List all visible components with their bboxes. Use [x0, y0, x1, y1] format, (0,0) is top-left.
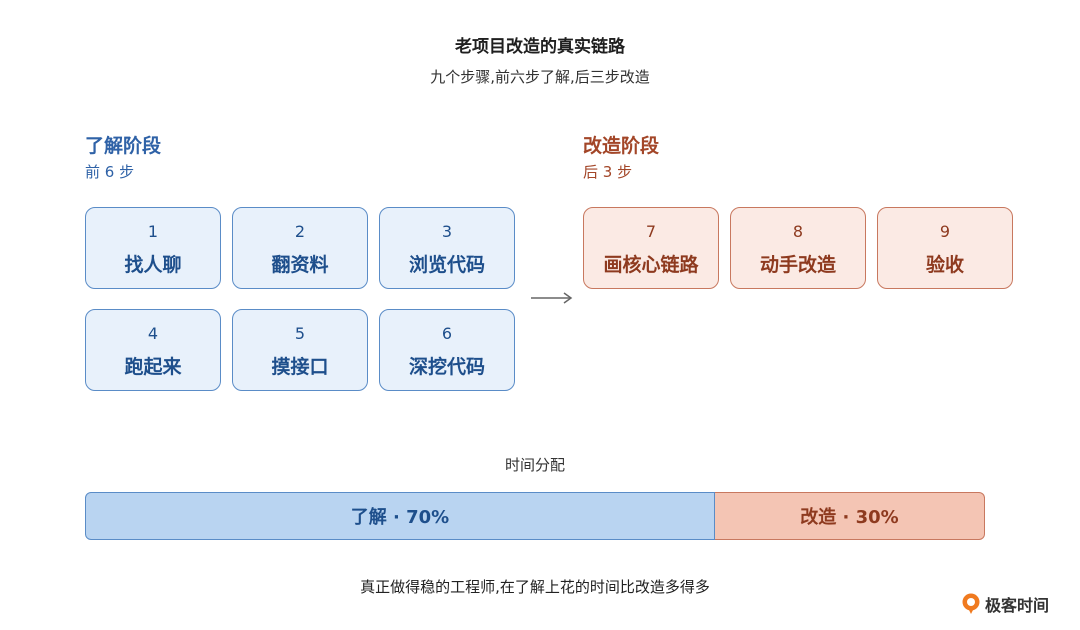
step-label: 翻资料 [271, 254, 329, 276]
step-card-2: 2 翻资料 [232, 207, 368, 289]
modify-phase-subtitle: 后 3 步 [583, 163, 633, 181]
step-label: 画核心链路 [603, 254, 699, 276]
step-number: 3 [441, 222, 453, 241]
step-number: 9 [939, 222, 951, 241]
geektime-logo-icon [962, 593, 980, 614]
step-card-6: 6 深挖代码 [379, 309, 515, 391]
step-label: 验收 [925, 254, 964, 276]
step-card-4: 4 跑起来 [85, 309, 221, 391]
step-number: 4 [147, 324, 159, 343]
step-label: 深挖代码 [408, 356, 485, 378]
diagram-subtitle: 九个步骤,前六步了解,后三步改造 [430, 68, 650, 86]
step-label: 摸接口 [271, 356, 329, 378]
step-number: 6 [441, 324, 453, 343]
step-label: 找人聊 [124, 254, 182, 276]
step-number: 5 [294, 324, 306, 343]
brand-logo-text: 极客时间 [985, 596, 1050, 615]
step-number: 1 [147, 222, 159, 241]
modify-time-label: 改造 · 30% [800, 507, 899, 528]
step-label: 动手改造 [759, 254, 836, 276]
brand-logo: 极客时间 [961, 592, 1049, 616]
time-allocation-title: 时间分配 [504, 456, 565, 474]
step-card-3: 3 浏览代码 [379, 207, 515, 289]
understand-phase-subtitle: 前 6 步 [85, 163, 135, 181]
step-card-1: 1 找人聊 [85, 207, 221, 289]
right-arrow-icon [531, 292, 573, 304]
understand-time-label: 了解 · 70% [350, 507, 450, 528]
footer-caption: 真正做得稳的工程师,在了解上花的时间比改造多得多 [360, 578, 710, 596]
step-number: 8 [792, 222, 804, 241]
step-label: 跑起来 [124, 356, 182, 378]
step-number: 2 [294, 222, 306, 241]
step-number: 7 [645, 222, 657, 241]
step-label: 浏览代码 [408, 254, 485, 276]
step-card-5: 5 摸接口 [232, 309, 368, 391]
step-card-8: 8 动手改造 [730, 207, 866, 289]
modify-time-bar: 改造 · 30% [715, 492, 985, 540]
step-card-7: 7 画核心链路 [583, 207, 719, 289]
modify-phase-title: 改造阶段 [583, 135, 660, 157]
understand-phase-title: 了解阶段 [85, 135, 162, 157]
diagram-title: 老项目改造的真实链路 [455, 37, 625, 57]
step-card-9: 9 验收 [877, 207, 1013, 289]
understand-time-bar: 了解 · 70% [85, 492, 715, 540]
